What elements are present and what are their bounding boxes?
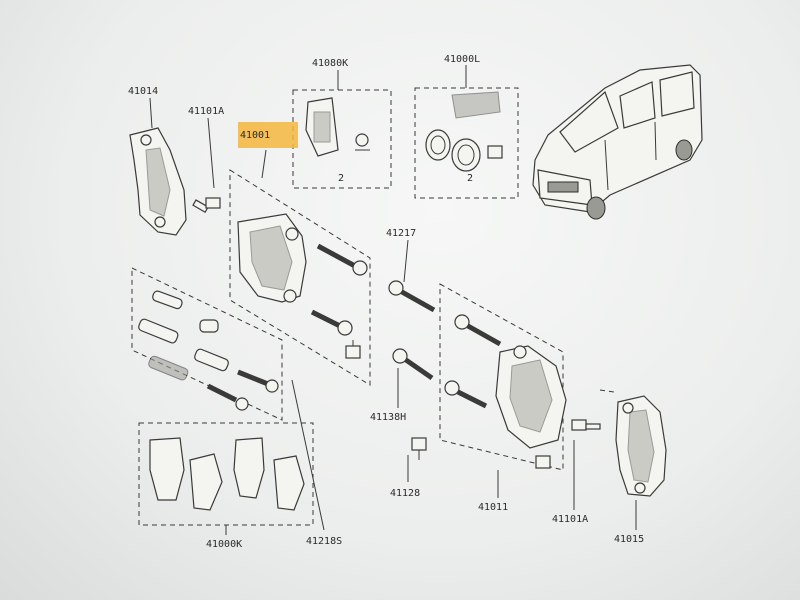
caliper-assy-right <box>495 345 567 449</box>
callout-41218s[interactable]: 41218S <box>306 536 342 547</box>
callout-41000k[interactable]: 41000K <box>206 539 242 550</box>
guide-bolt-upper-left <box>316 243 368 276</box>
bleeder-bolt-41138h <box>392 348 434 381</box>
callout-41217[interactable]: 41217 <box>386 228 416 239</box>
callout-41128[interactable]: 41128 <box>390 488 420 499</box>
callout-41080k[interactable]: 41080K <box>312 58 348 69</box>
pad-hardware <box>305 97 370 157</box>
callout-41001[interactable]: 41001 <box>240 130 270 141</box>
caliper-right-box <box>439 283 564 471</box>
callout-41101a-upper[interactable]: 41101A <box>188 106 224 117</box>
seal-kit-box <box>414 87 519 199</box>
guide-bolt-upper-right <box>454 314 502 347</box>
callout-41011[interactable]: 41011 <box>478 502 508 513</box>
van-illustration <box>532 64 703 220</box>
brake-pads <box>149 437 305 511</box>
caliper-bracket-left <box>129 127 187 236</box>
bleeder-right <box>535 455 551 469</box>
caliper-bracket-right <box>615 395 667 497</box>
bolt-41101a-upper <box>192 197 221 214</box>
bleeder-screw-41128 <box>411 437 427 460</box>
caliper-assy-left <box>237 213 307 303</box>
callout-41000l[interactable]: 41000L <box>444 54 480 65</box>
guide-bolt-41217 <box>388 280 436 313</box>
guide-bolt-lower-left <box>310 309 353 336</box>
pin-boot-kit <box>138 290 279 411</box>
callout-41015[interactable]: 41015 <box>614 534 644 545</box>
caliper-left-box <box>229 169 371 386</box>
qty-seal: 2 <box>467 173 473 184</box>
callout-41101a-lower[interactable]: 41101A <box>552 514 588 525</box>
callout-41014[interactable]: 41014 <box>128 86 158 97</box>
selected-part-highlight <box>238 122 298 148</box>
guide-bolt-lower-right <box>444 380 488 409</box>
callout-41138h[interactable]: 41138H <box>370 412 406 423</box>
qty-hardware: 2 <box>338 173 344 184</box>
pin-kit-box <box>131 267 283 421</box>
bolt-41101a-lower <box>571 419 601 431</box>
seal-kit <box>425 91 503 172</box>
bleeder-left <box>345 340 361 359</box>
